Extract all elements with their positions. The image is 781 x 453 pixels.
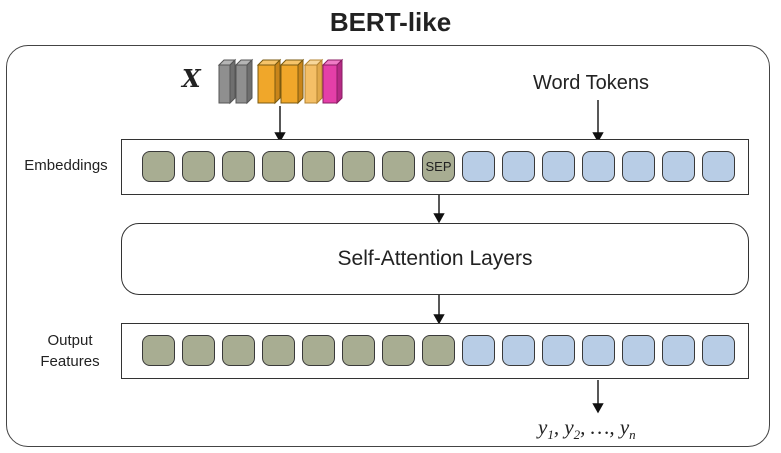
- output-token-visual: [142, 335, 175, 366]
- output-token-visual: [422, 335, 455, 366]
- embeddings-label: Embeddings: [24, 157, 108, 174]
- output-token-word: [462, 335, 495, 366]
- stack-slab-gray-1: [218, 64, 231, 104]
- stack-slab-orange-1-side: [274, 58, 281, 105]
- embedding-token-word: [542, 151, 575, 182]
- embedding-token-visual: [182, 151, 215, 182]
- output-sequence-label: y1, y2, …, yn: [538, 415, 636, 443]
- stack-slab-orange-3-side: [316, 58, 323, 105]
- stack-slab-orange-1: [257, 64, 276, 104]
- stack-slab-gray-1-side: [229, 58, 236, 105]
- stack-slab-gray-2: [235, 64, 248, 104]
- embedding-token-word: [502, 151, 535, 182]
- output-token-visual: [262, 335, 295, 366]
- output-label-line2: Features: [40, 353, 100, 370]
- output-token-word: [582, 335, 615, 366]
- output-token-word: [502, 335, 535, 366]
- stack-slab-magenta-side: [336, 58, 343, 105]
- output-token-visual: [382, 335, 415, 366]
- y-1: y: [538, 415, 548, 439]
- stack-slab-orange-3: [304, 64, 318, 104]
- output-label-line1: Output: [47, 332, 93, 349]
- embedding-token-visual: [262, 151, 295, 182]
- word-tokens-label: Word Tokens: [533, 72, 649, 94]
- output-token-visual: [342, 335, 375, 366]
- embedding-token-visual: [382, 151, 415, 182]
- self-attention-block: Self-Attention Layers: [121, 223, 749, 295]
- output-token-word: [542, 335, 575, 366]
- embedding-token-word: [462, 151, 495, 182]
- y-2: y: [564, 415, 574, 439]
- stack-slab-magenta: [322, 64, 338, 104]
- y-2-sub: 2: [573, 427, 581, 443]
- input-x-label: X: [182, 64, 201, 93]
- embedding-token-word: [622, 151, 655, 182]
- arrow-down-icon: [433, 213, 445, 224]
- output-token-word: [622, 335, 655, 366]
- stack-slab-orange-2-side: [297, 58, 304, 105]
- stack-slab-gray-2-side: [246, 58, 253, 105]
- embedding-token-word: [582, 151, 615, 182]
- arrow-down-icon: [433, 314, 445, 325]
- output-token-visual: [182, 335, 215, 366]
- diagram-title: BERT-like: [329, 7, 452, 37]
- arrow-down-icon: [592, 403, 604, 414]
- self-attention-label: Self-Attention Layers: [337, 247, 533, 270]
- ellipsis: …: [590, 415, 610, 439]
- output-token-visual: [222, 335, 255, 366]
- y-n-sub: n: [629, 427, 636, 443]
- embedding-token-visual: [302, 151, 335, 182]
- output-token-visual: [302, 335, 335, 366]
- embedding-token-visual: [222, 151, 255, 182]
- output-token-word: [662, 335, 695, 366]
- embedding-token-word: [662, 151, 695, 182]
- embedding-token-visual: [142, 151, 175, 182]
- bert-frame: [6, 45, 770, 447]
- embedding-token-word: [702, 151, 735, 182]
- output-features-label: Output Features: [22, 330, 118, 372]
- arrow-down-icon: [274, 132, 286, 143]
- embedding-token-visual: [342, 151, 375, 182]
- output-token-word: [702, 335, 735, 366]
- stack-slab-orange-2: [280, 64, 299, 104]
- arrow-down-icon: [592, 132, 604, 143]
- y-n: y: [619, 415, 630, 439]
- y-1-sub: 1: [547, 427, 554, 443]
- sep-token: SEP: [422, 151, 455, 182]
